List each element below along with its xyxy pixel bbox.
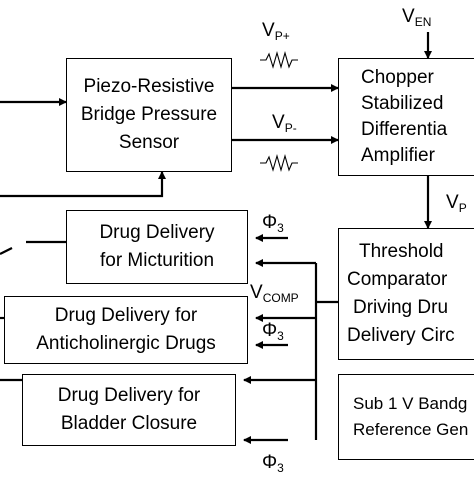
vp-plus-impedance xyxy=(260,50,298,70)
drug-micturition-block: Drug Delivery for Micturition xyxy=(66,210,248,284)
vp-minus-symbol: V xyxy=(272,112,285,133)
chopper-amplifier-line-1: Chopper xyxy=(361,67,434,88)
pressure-sensor-block: Piezo-Resistive Bridge Pressure Sensor xyxy=(66,58,232,172)
switch-contact xyxy=(0,247,13,255)
ven-label: VEN xyxy=(402,6,431,33)
phi3-symbol-bladder: Φ xyxy=(262,452,278,473)
phi3-subscript-bladder: 3 xyxy=(277,461,284,475)
pressure-sensor-line-2: Bridge Pressure xyxy=(80,104,218,125)
vcomp-symbol: V xyxy=(250,282,263,303)
vcomp-subscript: COMP xyxy=(262,291,299,305)
phi3-label-anticholinergic: Φ3 xyxy=(262,320,284,347)
chopper-amplifier-line-3: Differentia xyxy=(361,119,448,140)
threshold-comparator-line-3: Driving Dru xyxy=(353,297,449,318)
vcomp-label: VCOMP xyxy=(250,282,299,309)
pressure-sensor-line-3: Sensor xyxy=(118,132,180,153)
vp-plus-label: VP+ xyxy=(262,20,290,47)
phi3-symbol-micturition: Φ xyxy=(262,212,278,233)
drug-bladder-closure-block: Drug Delivery for Bladder Closure xyxy=(22,374,236,446)
drug-micturition-line-2: for Micturition xyxy=(99,250,215,271)
vp-plus-symbol: V xyxy=(262,20,275,41)
threshold-comparator-block: Threshold Comparator Driving Dru Deliver… xyxy=(338,228,474,360)
vp-minus-subscript: P- xyxy=(284,121,297,135)
vp-minus-impedance xyxy=(260,153,298,173)
phi3-label-micturition: Φ3 xyxy=(262,212,284,239)
bandgap-reference-line-1: Sub 1 V Bandg xyxy=(353,394,468,413)
drug-anticholinergic-line-2: Anticholinergic Drugs xyxy=(36,333,216,354)
drug-anticholinergic-line-1: Drug Delivery for xyxy=(54,305,198,326)
vp-out-label: VP xyxy=(446,192,467,219)
phi3-label-bladder: Φ3 xyxy=(262,452,284,479)
drug-micturition-line-1: Drug Delivery xyxy=(99,222,215,243)
phi3-subscript-anticholinergic: 3 xyxy=(277,329,284,343)
chopper-amplifier-line-4: Amplifier xyxy=(361,145,435,166)
drug-bladder-closure-line-1: Drug Delivery for xyxy=(57,385,201,406)
bandgap-reference-line-2: Reference Gen xyxy=(353,420,469,439)
chopper-amplifier-block: Chopper Stabilized Differentia Amplifier xyxy=(338,58,474,176)
drug-bladder-closure-line-2: Bladder Closure xyxy=(60,413,198,434)
drug-anticholinergic-block: Drug Delivery for Anticholinergic Drugs xyxy=(4,296,248,364)
pressure-sensor-line-1: Piezo-Resistive xyxy=(83,76,215,97)
threshold-comparator-line-2: Comparator xyxy=(347,269,448,290)
phi3-subscript-micturition: 3 xyxy=(277,221,284,235)
threshold-comparator-line-1: Threshold xyxy=(359,241,444,262)
ven-symbol: V xyxy=(402,6,415,27)
chopper-amplifier-line-2: Stabilized xyxy=(361,93,444,114)
bandgap-reference-block: Sub 1 V Bandg Reference Gen xyxy=(338,374,474,460)
threshold-comparator-line-4: Delivery Circ xyxy=(347,325,455,346)
vp-plus-subscript: P+ xyxy=(274,29,290,43)
vp-out-subscript: P xyxy=(458,201,467,215)
sensor-feed-line-bottom xyxy=(0,171,166,198)
vp-out-symbol: V xyxy=(446,192,459,213)
vp-minus-label: VP- xyxy=(272,112,297,139)
ven-subscript: EN xyxy=(414,15,432,29)
phi3-symbol-anticholinergic: Φ xyxy=(262,320,278,341)
